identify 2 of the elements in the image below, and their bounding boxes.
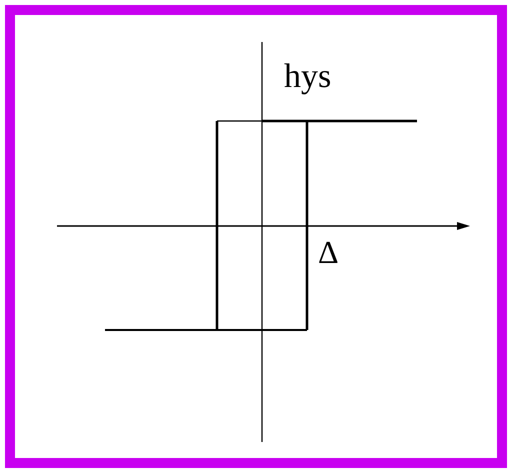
delta-label: Δ	[318, 236, 339, 268]
curve-label: hys	[284, 60, 332, 94]
